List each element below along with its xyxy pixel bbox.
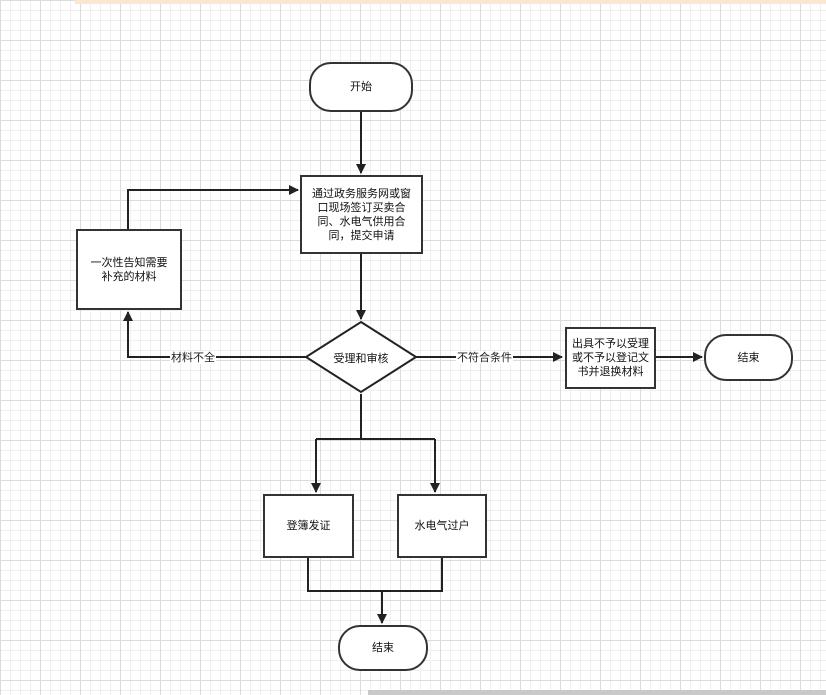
notify-label: 一次性告知需要补充的材料 (90, 255, 168, 283)
register-label: 登簿发证 (286, 519, 331, 532)
end-right-node[interactable]: 结束 (704, 334, 793, 381)
edge-notify-submit (127, 185, 299, 229)
end-right-label: 结束 (737, 350, 760, 364)
utility-label: 水电气过户 (414, 519, 470, 532)
review-label: 受理和审核 (333, 352, 389, 365)
register-node[interactable]: 登簿发证 (263, 494, 354, 558)
end-bottom-label: 结束 (372, 641, 394, 654)
submit-label: 通过政务服务网或窗口现场签订买卖合同、水电气供用合同，提交申请 (312, 186, 411, 242)
top-strip (75, 0, 826, 4)
notify-node[interactable]: 一次性告知需要补充的材料 (76, 229, 182, 310)
edge-review-notify (123, 311, 306, 358)
review-decision-shape (304, 320, 418, 394)
reject-node[interactable]: 出具不予以受理或不予以登记文书并退换材料 (565, 327, 656, 389)
reject-label: 出具不予以受理或不予以登记文书并退换材料 (572, 337, 649, 378)
start-label: 开始 (350, 80, 372, 93)
noncompliant-edge-label: 不符合条件 (456, 351, 513, 364)
start-node[interactable]: 开始 (309, 62, 413, 112)
utility-node[interactable]: 水电气过户 (397, 494, 487, 558)
edge-merge (307, 558, 443, 592)
horizontal-scrollbar[interactable] (368, 690, 826, 695)
incomplete-edge-label: 材料不全 (170, 351, 216, 364)
submit-node[interactable]: 通过政务服务网或窗口现场签订买卖合同、水电气供用合同，提交申请 (300, 175, 423, 254)
end-bottom-node[interactable]: 结束 (338, 625, 428, 671)
